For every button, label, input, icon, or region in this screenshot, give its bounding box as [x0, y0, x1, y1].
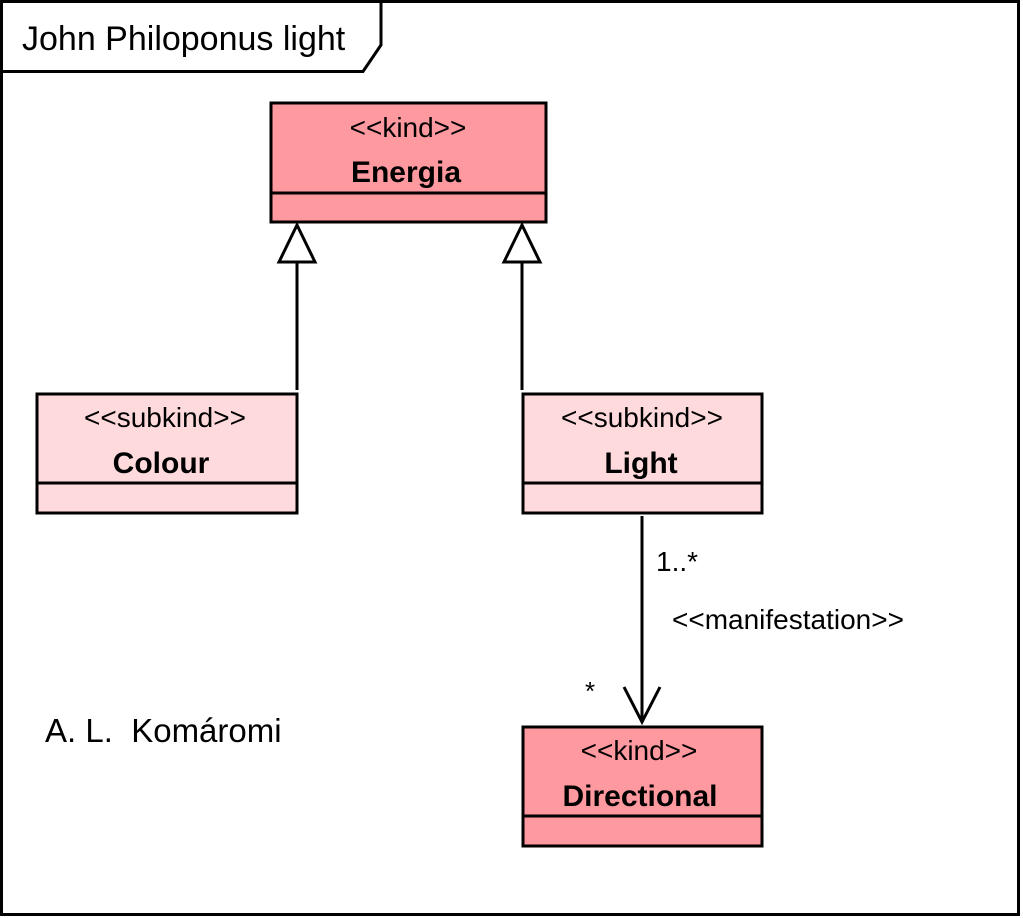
class-stereotype: <<kind>> — [581, 735, 698, 766]
hollow-triangle-arrowhead-icon — [276, 221, 318, 264]
generalization-colour-energia[interactable] — [276, 221, 318, 390]
frame-title-tab — [1, 1, 383, 73]
class-box — [35, 392, 299, 515]
hollow-triangle-arrowhead-icon — [501, 221, 543, 264]
class-stereotype: <<kind>> — [350, 112, 467, 143]
target-multiplicity: * — [585, 676, 595, 706]
class-stereotype: <<subkind>> — [561, 402, 723, 433]
class-colour[interactable]: <<subkind>> Colour — [35, 392, 299, 515]
class-box — [521, 392, 764, 515]
class-box — [521, 725, 764, 848]
association-manifestation[interactable]: 1..* <<manifestation>> * — [585, 516, 904, 726]
class-name: Directional — [562, 780, 717, 813]
class-name: Light — [604, 447, 677, 480]
generalization-light-energia[interactable] — [501, 221, 543, 390]
class-light[interactable]: <<subkind>> Light — [521, 392, 764, 515]
class-stereotype: <<subkind>> — [84, 402, 246, 433]
author-label: A. L. Komáromi — [45, 712, 282, 749]
frame-title: John Philoponus light — [22, 20, 346, 58]
class-energia[interactable]: <<kind>> Energia — [269, 101, 548, 224]
class-name: Energia — [351, 156, 461, 189]
open-arrowhead-icon — [622, 686, 662, 726]
source-multiplicity: 1..* — [656, 546, 698, 577]
class-name: Colour — [113, 447, 210, 480]
association-stereotype: <<manifestation>> — [672, 604, 904, 635]
class-box — [269, 101, 548, 224]
class-directional[interactable]: <<kind>> Directional — [521, 725, 764, 848]
